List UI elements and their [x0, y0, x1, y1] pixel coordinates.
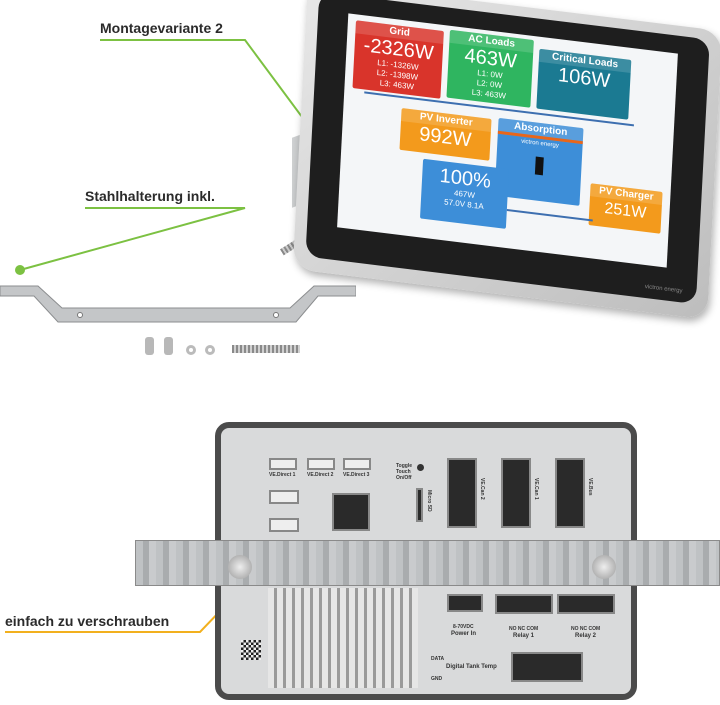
relay-1-label: Relay 1 [513, 633, 535, 639]
io-connector[interactable] [511, 652, 583, 682]
steel-bracket [0, 285, 356, 323]
callout-mount-variant: Montagevariante 2 [100, 20, 223, 36]
screw [164, 337, 173, 355]
toggle-button[interactable] [417, 464, 424, 471]
ve-direct-3-label: VE.Direct 3 [343, 472, 370, 478]
ve-direct-2-port[interactable] [307, 458, 335, 470]
vecan-2-ports[interactable] [447, 458, 477, 528]
callout-steel-bracket: Stahlhalterung inkl. [85, 188, 215, 204]
washer [186, 345, 196, 355]
usb-port-2[interactable] [269, 518, 299, 532]
vecan-2-label: VE.Can 2 [479, 478, 485, 500]
power-spec-label: 8-70VDC [453, 624, 474, 630]
ve-direct-1-label: VE.Direct 1 [269, 472, 296, 478]
victron-logo: victron energy [644, 283, 683, 295]
gx-touch-display: Grid -2326W L1: -1326W L2: -1398W L3: 46… [292, 0, 720, 320]
relay-2-label: Relay 2 [575, 633, 597, 639]
flow-line [506, 209, 593, 222]
vebus-ports[interactable] [555, 458, 585, 528]
heatsink-fins [268, 588, 418, 688]
ve-direct-2-label: VE.Direct 2 [307, 472, 334, 478]
power-in-connector[interactable] [447, 594, 483, 612]
vecan-1-label: VE.Can 1 [533, 478, 539, 500]
relay-2-pins: NO NC COM [571, 626, 601, 632]
microsd-label: Micro SD [426, 490, 432, 512]
wing-nut-right [592, 555, 616, 579]
threaded-rod [232, 345, 300, 353]
screw [145, 337, 154, 355]
washer [205, 345, 215, 355]
ethernet-port[interactable] [332, 493, 370, 531]
toggle-label: Toggle Touch On/Off [396, 463, 413, 481]
vebus-label: VE.Bus [587, 478, 593, 496]
wing-nut-left [228, 555, 252, 579]
grid-tile[interactable]: Grid -2326W L1: -1326W L2: -1398W L3: 46… [352, 20, 444, 99]
relay-1-connector[interactable] [495, 594, 553, 614]
vecan-1-ports[interactable] [501, 458, 531, 528]
ac-loads-tile[interactable]: AC Loads 463W L1: 0W L2: 0W L3: 463W [446, 29, 534, 108]
ve-direct-1-port[interactable] [269, 458, 297, 470]
usb-port-1[interactable] [269, 490, 299, 504]
battery-voltage: 57.0V [443, 197, 466, 209]
microsd-slot[interactable] [416, 488, 423, 522]
relay-1-pins: NO NC COM [509, 626, 539, 632]
touch-screen[interactable]: Grid -2326W L1: -1326W L2: -1398W L3: 46… [337, 13, 678, 268]
critical-loads-tile[interactable]: Critical Loads 106W [536, 48, 632, 120]
steel-bracket-mounted [135, 540, 720, 586]
pv-inverter-tile[interactable]: PV Inverter 992W [399, 108, 492, 161]
absorption-tile[interactable]: Absorption victron energy [494, 117, 584, 206]
callout-easy-screw: einfach zu verschrauben [5, 613, 170, 629]
io-label: Digital Tank Temp [446, 664, 497, 670]
relay-2-connector[interactable] [557, 594, 615, 614]
data-label: DATA [431, 656, 445, 662]
power-in-label: Power In [451, 631, 477, 637]
qr-code [241, 640, 261, 660]
battery-current: 8.1A [467, 200, 484, 212]
pv-charger-tile[interactable]: PV Charger 251W [588, 183, 663, 234]
inverter-icon [534, 156, 544, 176]
battery-tile[interactable]: 100% 467W 57.0V 8.1A [419, 158, 510, 229]
gnd-label: GND [431, 676, 443, 682]
ve-direct-3-port[interactable] [343, 458, 371, 470]
